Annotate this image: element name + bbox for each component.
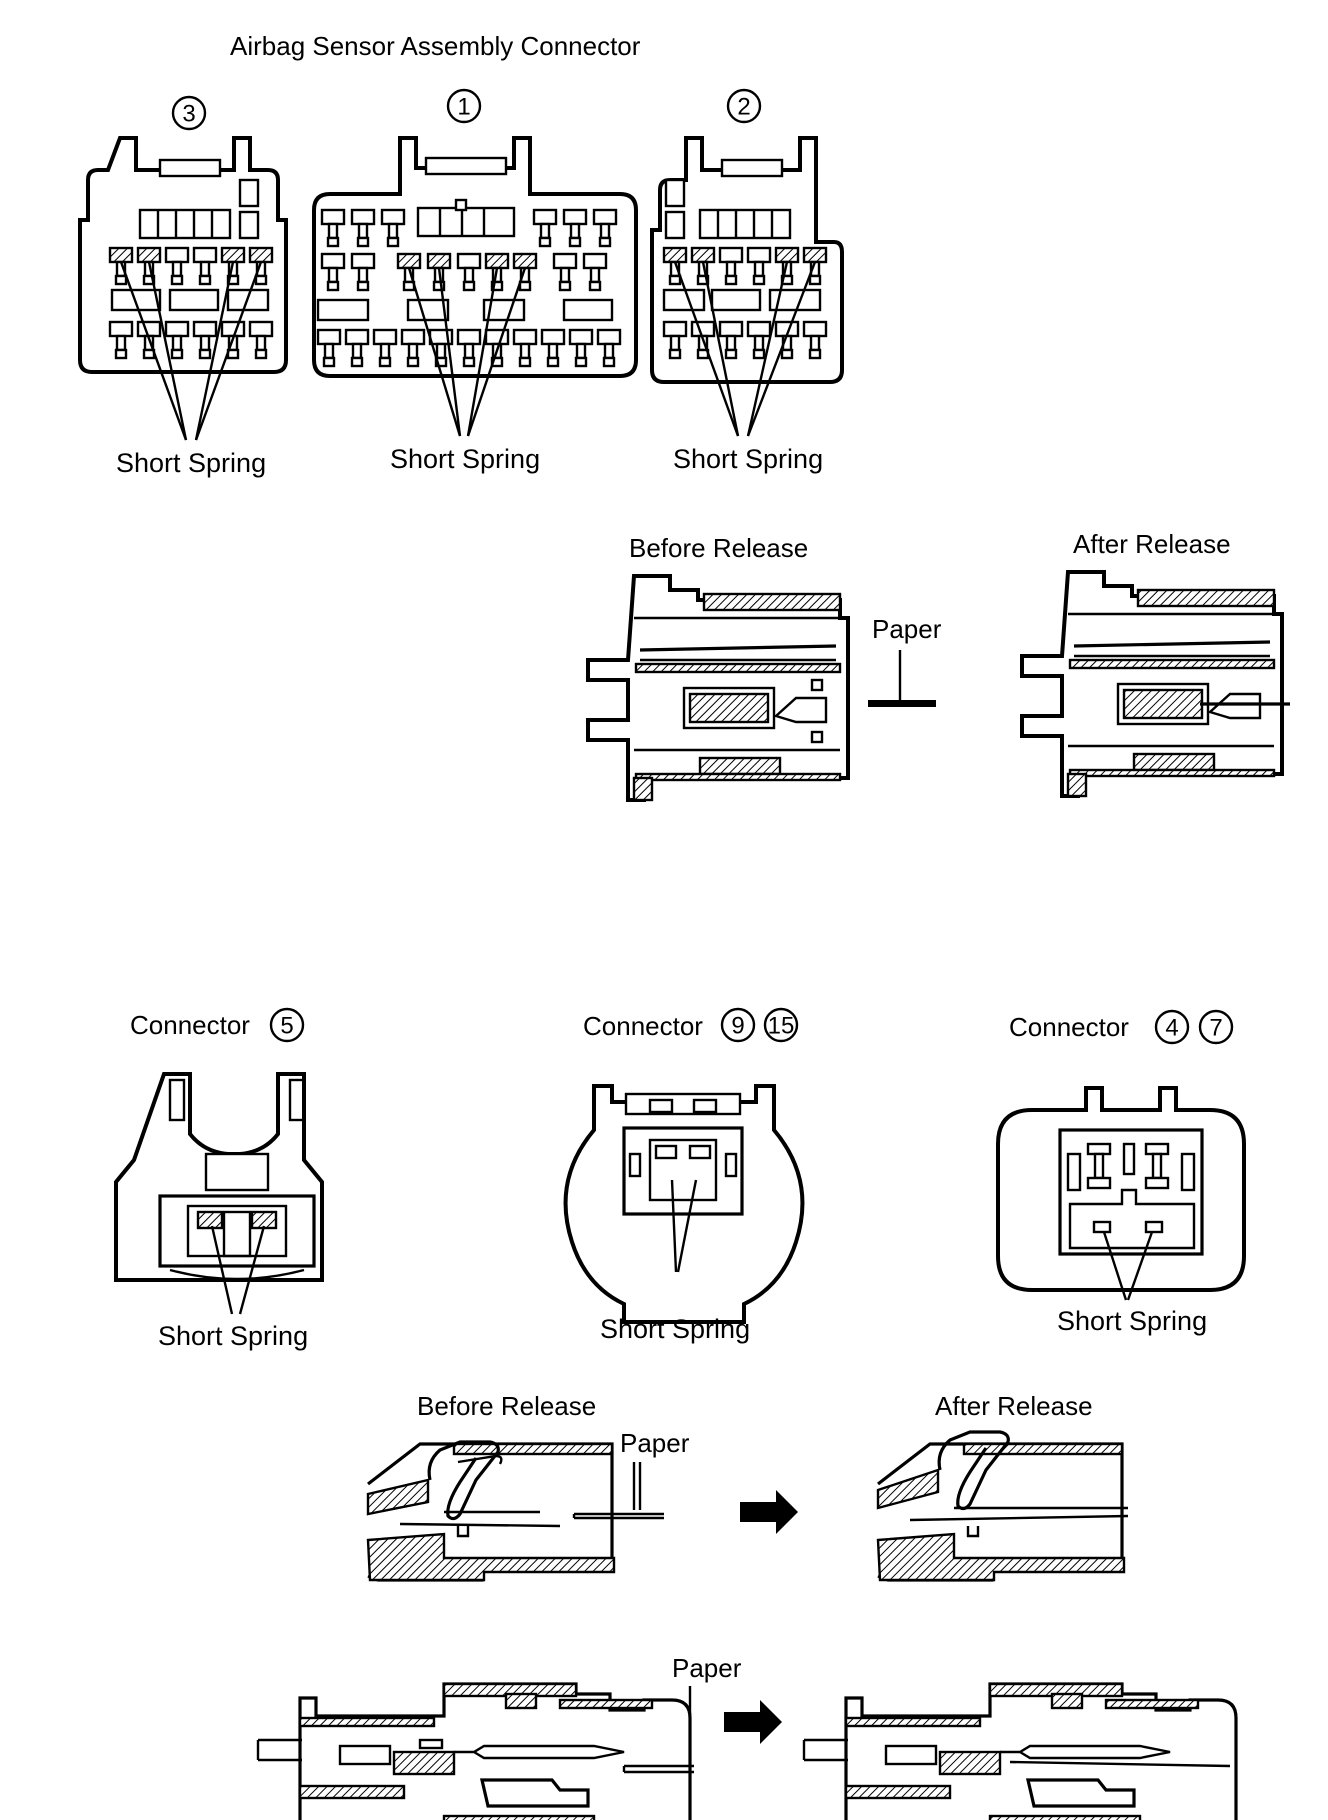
connector-4-number: 4 — [1165, 1015, 1178, 1042]
connector-15-circle — [763, 1007, 799, 1043]
mid-before-release-label: Before Release — [417, 1391, 596, 1421]
top-before-release-label: Before Release — [629, 533, 808, 563]
connector-1-label: Short Spring — [390, 444, 540, 474]
top-after-release-label: After Release — [1073, 529, 1231, 559]
top-paper-label: Paper — [872, 614, 942, 644]
mid-after-release-label: After Release — [935, 1391, 1093, 1421]
connector-5-prefix: Connector — [130, 1010, 250, 1040]
bottom-paper-label: Paper — [672, 1653, 742, 1683]
connector-3-label: Short Spring — [116, 448, 266, 478]
connector-2-number: 2 — [737, 94, 750, 121]
connector-15-number: 15 — [768, 1013, 795, 1040]
connector-1-drawing: 1 — [312, 88, 638, 437]
connector-4-7-prefix: Connector — [1009, 1012, 1129, 1042]
top-before-release-drawing — [586, 574, 850, 802]
connector-7-number: 7 — [1209, 1015, 1222, 1042]
connector-9-15-label: Short Spring — [600, 1314, 750, 1344]
page-title: Airbag Sensor Assembly Connector — [230, 31, 641, 61]
top-after-release-drawing — [1020, 570, 1290, 798]
connector-3-number: 3 — [182, 101, 195, 128]
connector-2-drawing: 2 — [650, 88, 844, 437]
right-arrow-icon — [724, 1700, 782, 1744]
connector-2-label: Short Spring — [673, 444, 823, 474]
connector-3-drawing: 3 — [78, 95, 288, 441]
mid-before-release-drawing — [366, 1440, 664, 1582]
mid-paper-label: Paper — [620, 1428, 690, 1458]
connector-4-circle — [1154, 1009, 1190, 1045]
right-arrow-icon — [740, 1490, 798, 1534]
connector-4-7-drawing — [996, 1086, 1246, 1301]
connector-5-number: 5 — [280, 1013, 293, 1040]
connector-7-circle — [1198, 1009, 1234, 1045]
connector-5-drawing — [114, 1072, 324, 1315]
connector-9-15-prefix: Connector — [583, 1011, 703, 1041]
bottom-after-release-drawing — [802, 1682, 1238, 1820]
connector-5-label: Short Spring — [158, 1321, 308, 1351]
mid-after-release-drawing — [876, 1430, 1129, 1582]
connector-4-7-label: Short Spring — [1057, 1306, 1207, 1336]
connector-5-circle — [269, 1007, 305, 1043]
connector-9-15-drawing — [563, 1084, 805, 1324]
bottom-before-release-drawing — [256, 1682, 694, 1820]
top-paper-drawing — [868, 650, 936, 707]
connector-9-circle — [720, 1007, 756, 1043]
connector-1-number: 1 — [457, 94, 470, 121]
connector-9-number: 9 — [731, 1013, 744, 1040]
